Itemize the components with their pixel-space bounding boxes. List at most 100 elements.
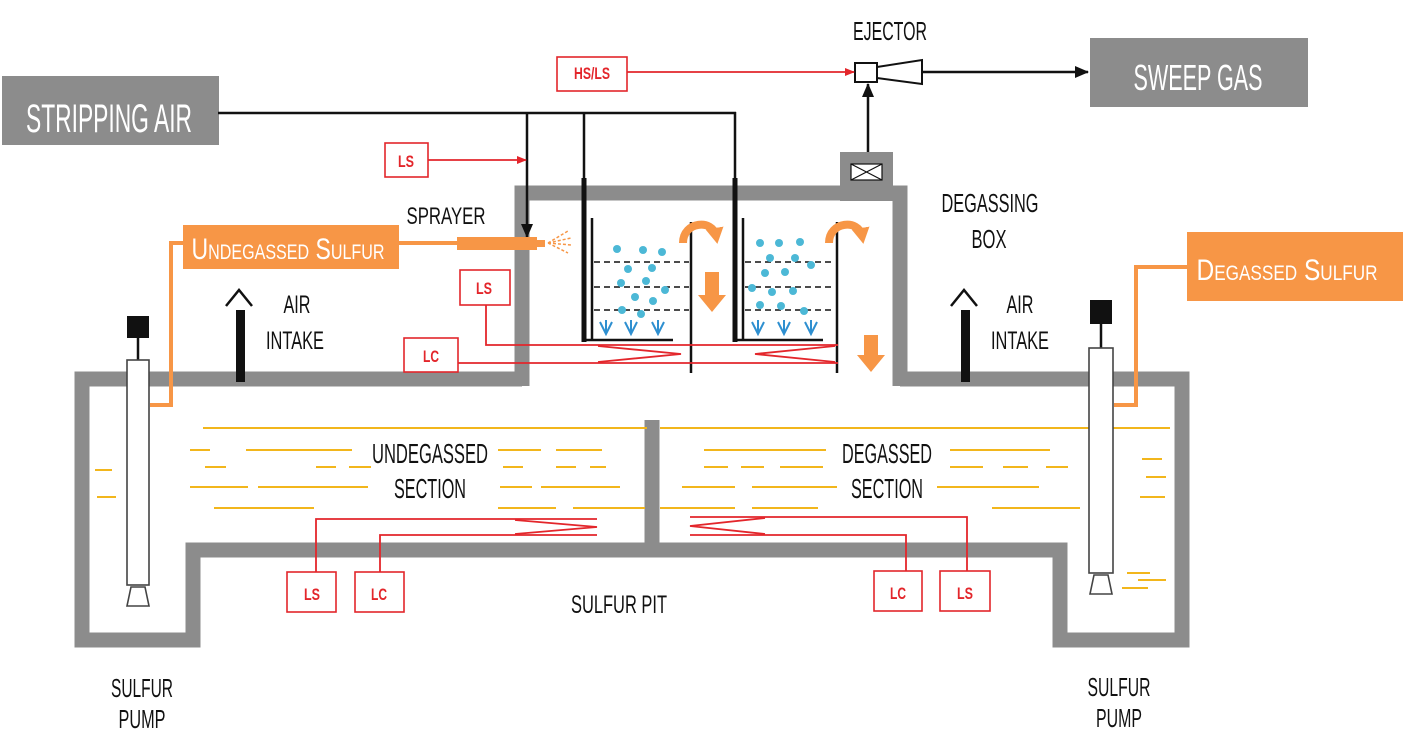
sweep-gas-box: SWEEP GAS	[1090, 38, 1308, 107]
undegassed-sulfur-line	[150, 241, 183, 407]
sulfur-pit-label: SULFUR PIT	[571, 591, 667, 619]
sulfur-pump-label: PUMP	[119, 704, 166, 734]
degassing-compartment-1	[583, 218, 693, 373]
stripping-air-piping	[218, 111, 738, 342]
degassed-sulfur-label: Degassed Sulfur	[1197, 254, 1378, 287]
sulfur-pump-label: PUMP	[1096, 703, 1142, 733]
gas-bubble	[796, 238, 804, 246]
degassed-lc-instrument-label: LC	[890, 584, 906, 603]
degassed-sulfur-panel	[1187, 232, 1403, 301]
undegassed-sulfur-box: Undegassed Sulfur	[183, 225, 399, 269]
heater-coil	[689, 517, 766, 535]
gas-bubble	[789, 287, 797, 295]
air-intake-stack	[961, 310, 970, 382]
gas-bubbles	[613, 238, 815, 318]
gas-bubble	[649, 297, 657, 305]
sulfur-pump-label: SULFUR	[111, 673, 173, 703]
degassed-lc-line	[690, 534, 907, 571]
degassing-box-wall	[514, 185, 908, 386]
gas-bubble	[639, 246, 647, 254]
gas-bubble	[613, 245, 621, 253]
pump-motor	[1090, 300, 1112, 324]
sulfur-piping	[150, 230, 1187, 407]
instrumentation: HS/LS LS LS LC LS LC LC LS	[286, 56, 991, 613]
heater-coil	[514, 519, 598, 535]
gas-bubble	[642, 277, 650, 285]
gas-bubble	[775, 239, 783, 247]
sulfur-pit-wall	[74, 371, 1190, 648]
gas-bubble	[748, 284, 756, 292]
sulfur-pump-label: SULFUR	[1088, 672, 1151, 702]
air-intake-left	[225, 288, 253, 382]
degassed-ls-instrument-box	[939, 570, 991, 612]
gas-bubble	[624, 265, 632, 273]
diffuser-icon	[804, 320, 818, 337]
gas-bubble	[648, 264, 656, 272]
gas-bubble	[768, 288, 776, 296]
stripping-air-panel	[2, 76, 219, 145]
down-arrow-icon	[857, 335, 885, 372]
diffuser-icon	[751, 320, 765, 337]
stripping-air-label: STRIPPING AIR	[26, 97, 192, 141]
undegassed-section-label: SECTION	[394, 473, 466, 504]
degassing-box-label: BOX	[972, 224, 1007, 254]
diffuser-icon	[651, 320, 665, 337]
air-ls-instrument-box	[384, 142, 429, 178]
hs-ls-instrument-label: HS/LS	[574, 64, 610, 83]
gas-bubble	[617, 279, 625, 287]
air-intake-label: AIR	[1007, 291, 1034, 319]
degassed-ls-line	[690, 516, 968, 571]
air-intake-right	[950, 288, 978, 382]
pump-impeller	[126, 586, 150, 607]
pump-column	[126, 359, 150, 586]
degassed-section-label: SECTION	[851, 473, 923, 504]
liquid-sulfur-level	[95, 427, 1170, 589]
sulfur-pump-right	[1088, 300, 1114, 595]
box-lc-instrument-box	[403, 337, 459, 373]
sulfur-flow-arrows	[679, 220, 885, 372]
overflow-arrow-icon	[679, 220, 724, 244]
sprayer-tip	[537, 240, 545, 247]
diffuser-icon	[599, 320, 613, 337]
undegassed-ls-instrument-label: LS	[304, 585, 320, 604]
undegassed-sulfur-panel	[183, 225, 399, 269]
sweep-gas-label: SWEEP GAS	[1134, 57, 1263, 98]
air-intake-label: INTAKE	[991, 327, 1049, 355]
air-intake-label: AIR	[284, 291, 311, 319]
degassed-sulfur-line	[1114, 265, 1187, 407]
air-intake-stack	[236, 310, 245, 382]
pump-impeller	[1089, 574, 1113, 595]
sprayer-nozzle	[457, 237, 537, 250]
overflow-arrow-icon	[825, 220, 870, 244]
gas-bubble	[791, 254, 799, 262]
ejector-assembly	[840, 58, 1089, 201]
diffuser-icon	[777, 320, 791, 337]
gas-bubble	[637, 310, 645, 318]
sweep-gas-panel	[1090, 38, 1308, 107]
degassed-sulfur-box: Degassed Sulfur	[1187, 232, 1403, 301]
spray-icon	[547, 230, 572, 254]
structure	[74, 185, 1190, 648]
undegassed-sulfur-label: Undegassed Sulfur	[192, 233, 385, 266]
gas-bubble	[777, 302, 785, 310]
gas-bubble	[807, 261, 815, 269]
heater-coil	[597, 345, 682, 363]
undegassed-ls-instrument-box	[286, 571, 337, 613]
gas-bubble	[766, 254, 774, 262]
box-ls-instrument-label: LS	[476, 279, 492, 298]
sulfur-pump-left	[126, 316, 150, 607]
box-lc-instrument-label: LC	[423, 347, 439, 366]
gas-bubble	[658, 248, 666, 256]
gas-bubble	[761, 269, 769, 277]
undegassed-lc-instrument-box	[354, 571, 405, 613]
air-ls-instrument-label: LS	[398, 152, 414, 171]
stripping-air-box: STRIPPING AIR	[2, 76, 219, 145]
degassing-compartment-2	[734, 218, 839, 373]
heater-coil	[754, 345, 836, 363]
degassing-box-label: DEGASSING	[942, 188, 1039, 218]
air-diffusers	[599, 320, 818, 337]
pump-column	[1088, 347, 1114, 574]
gas-bubble	[618, 306, 626, 314]
box-ls-instrument-box	[459, 269, 511, 306]
